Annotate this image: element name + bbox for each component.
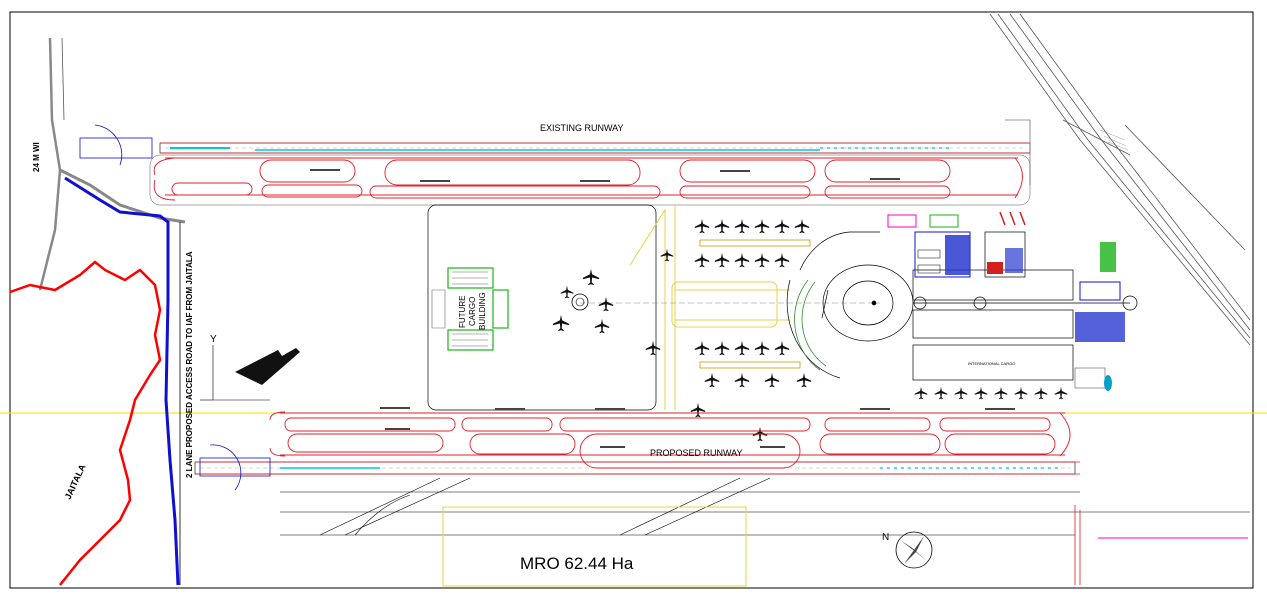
- terminal-building: [786, 231, 1138, 381]
- future-cargo-building: [431, 267, 509, 351]
- aircraft-stands-cargo: [690, 386, 1068, 442]
- axis-y-label: Y: [210, 334, 217, 345]
- landside-blocks: [914, 231, 1125, 391]
- cargo-label-2: CARGO: [468, 297, 477, 326]
- central-apron: [427, 204, 657, 411]
- railway-track: [989, 13, 1251, 346]
- lower-connectors: [280, 477, 1250, 536]
- jaitala-label: JAITALA: [63, 462, 88, 501]
- aircraft-icon: [694, 218, 710, 234]
- compass-north-icon: [895, 531, 933, 569]
- annotation-marks: [310, 169, 1015, 448]
- drawing-border: [9, 11, 1254, 589]
- proposed-runway-label: PROPOSED RUNWAY: [650, 448, 743, 458]
- axis-indicator: [200, 345, 270, 401]
- mro-label: MRO 62.44 Ha: [520, 554, 634, 573]
- aircraft-stands-bottom: [694, 340, 812, 388]
- aircraft-silhouette: [235, 348, 300, 385]
- international-cargo-label: INTERNATIONAL CARGO: [968, 361, 1015, 366]
- existing-taxiway: [153, 157, 1023, 201]
- cargo-label-1: FUTURE: [458, 296, 467, 328]
- aircraft-stands-top: [694, 218, 811, 268]
- road-width-label: 24 M WI: [32, 142, 41, 172]
- north-label: N: [882, 532, 889, 543]
- apron-outline-yellow: [629, 205, 790, 410]
- cargo-label-3: BUILDING: [478, 292, 487, 330]
- magenta-markers: [887, 211, 1026, 228]
- existing-runway-label: EXISTING RUNWAY: [540, 123, 624, 133]
- terminal-pier: [794, 279, 827, 371]
- access-road-label: 2 LANE PROPOSED ACCESS ROAD TO IAF FROM …: [185, 251, 194, 478]
- proposed-taxiway: [269, 411, 1071, 469]
- railway-ties: [1099, 129, 1129, 151]
- access-road: [64, 176, 180, 586]
- mro-area: [442, 506, 747, 587]
- right-boundary: [1074, 505, 1081, 585]
- control-tower-icon: [552, 248, 674, 356]
- site-boundary: [9, 260, 162, 586]
- left-road: [38, 37, 186, 291]
